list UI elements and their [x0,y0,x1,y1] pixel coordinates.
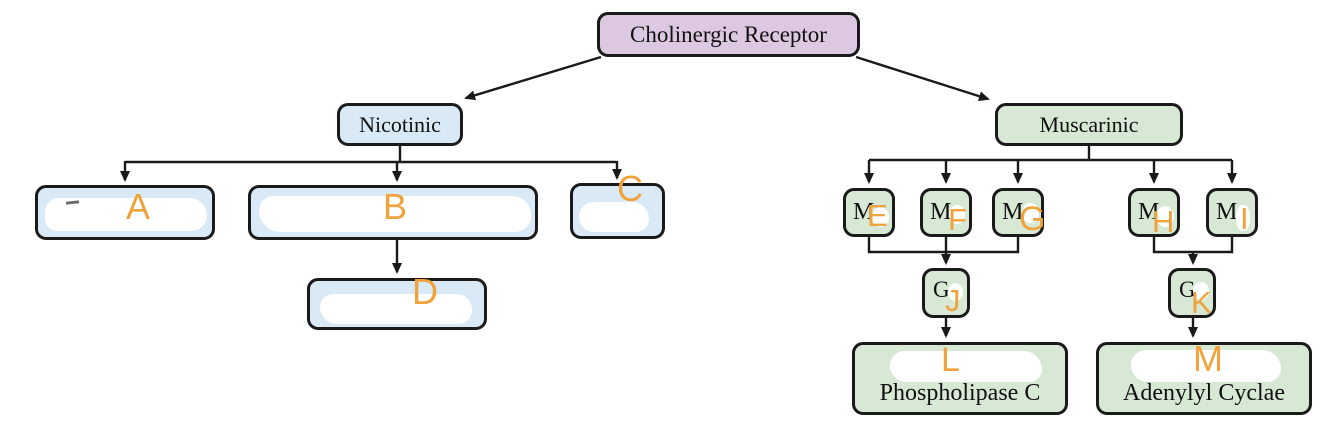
whiteout-blob [320,294,472,324]
node-blank-c: C [570,171,665,239]
whiteout-blob [1156,206,1174,227]
node-m1-receptor: M E [843,188,895,237]
node-m2-receptor: M F [920,188,972,237]
annotation-letter-g: G [1019,200,1046,238]
node-cholinergic-receptor-label: Cholinergic Receptor [630,21,827,47]
node-g-left-label: G [933,277,950,302]
node-m3-receptor: M G [992,188,1046,238]
node-g-protein-right: G K [1168,268,1216,318]
node-g-protein-left: G J [922,268,970,318]
node-blank-b: B [248,185,538,240]
node-m4-receptor: M H [1128,188,1180,237]
node-g-right-label: G [1179,277,1196,302]
annotation-letter-d: D [412,271,438,312]
annotation-letter-j: J [945,283,961,318]
annotation-letter-k: K [1191,285,1212,320]
whiteout-blob [1236,205,1250,231]
annotation-letter-h: H [1152,204,1175,239]
node-m5-label: M [1216,199,1238,225]
node-m1-label: M [853,199,875,225]
whiteout-blob [1131,350,1281,382]
node-muscarinic: Muscarinic [995,103,1183,146]
annotation-letter-i: I [1240,201,1249,236]
whiteout-blob [948,283,963,301]
node-nicotinic-label: Nicotinic [359,111,441,137]
edge-root-muscarinic [855,55,990,102]
node-m3-label: M [1002,199,1024,225]
node-m5-receptor: M I [1206,188,1258,237]
node-nicotinic: Nicotinic [337,103,463,146]
whiteout-blob [579,202,649,232]
node-phospholipase-c-label: Phospholipase C [879,380,1041,406]
node-adenylyl-cyclase-label: Adenylyl Cyclae [1123,380,1285,406]
edge-m24-join [1152,237,1234,254]
node-phospholipase-c: L Phospholipase C [852,342,1068,415]
annotation-letter-l: L [941,341,960,379]
whiteout-blob [1022,203,1039,223]
whiteout-blob [259,196,531,232]
edge-muscarinic-bus [869,146,1232,162]
node-m4-label: M [1138,199,1160,225]
node-muscarinic-label: Muscarinic [1039,111,1139,137]
node-cholinergic-receptor: Cholinergic Receptor [597,12,860,57]
whiteout-blob [872,207,889,227]
annotation-letter-f: F [948,202,967,237]
whiteout-blob [949,205,965,224]
annotation-letter-a: A [126,186,151,227]
edge-root-nicotinic [464,55,602,101]
node-blank-a: A [35,185,215,240]
whiteout-blob [890,351,1042,382]
annotation-letter-e: E [867,198,888,233]
edge-nicotinic-bus [125,146,617,164]
annotation-letter-c: C [617,168,643,209]
edge-m135-join [867,237,1020,254]
node-m2-label: M [930,199,952,225]
annotation-letter-m: M [1193,338,1223,379]
whiteout-blob [1193,282,1209,300]
node-blank-d: D [307,274,487,330]
node-adenylyl-cyclase: M Adenylyl Cyclae [1096,338,1312,415]
annotation-letter-b: B [383,186,408,227]
